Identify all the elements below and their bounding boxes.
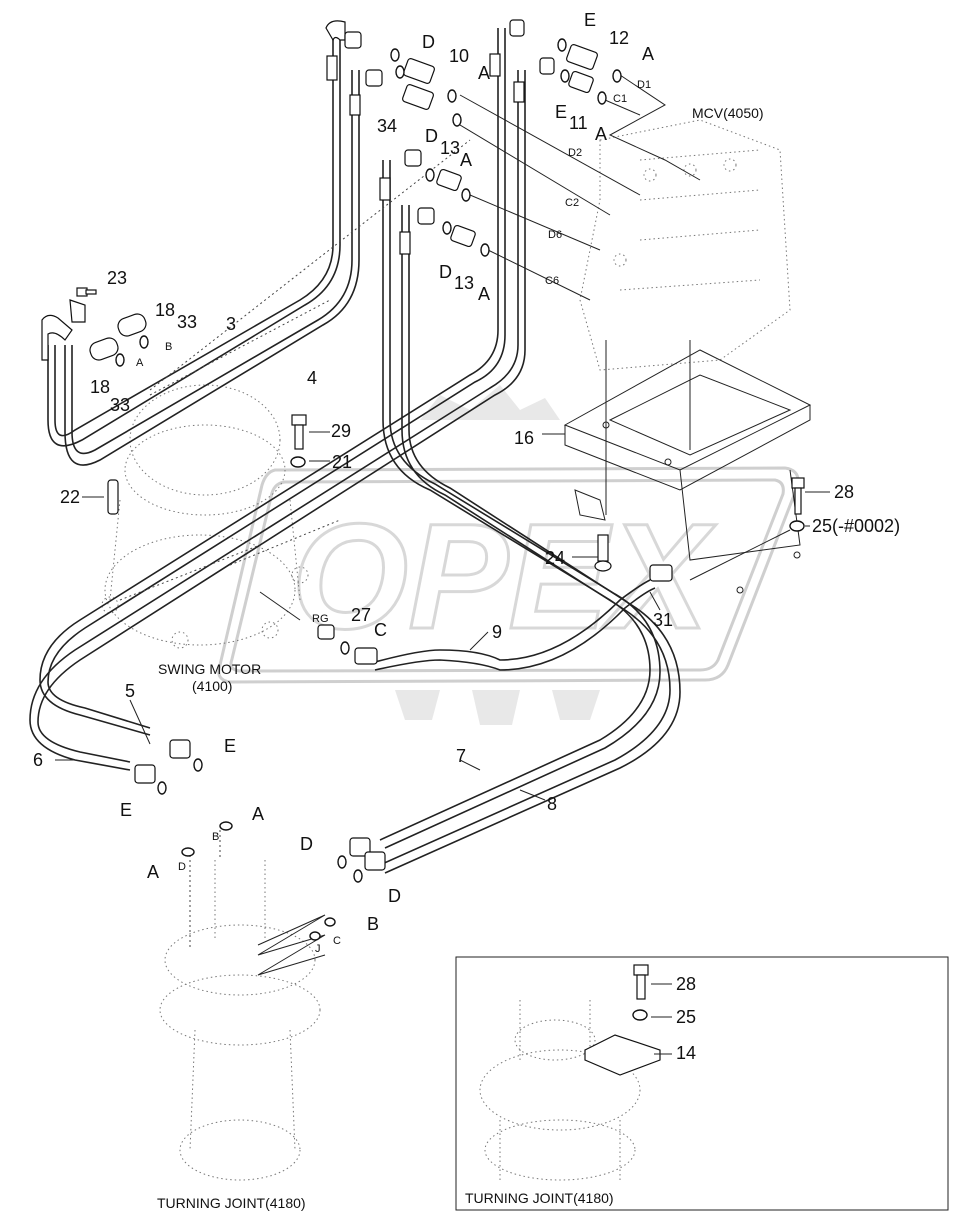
port-letter-a-mid: A <box>595 124 607 144</box>
port-letter-d-joint: D <box>300 834 313 854</box>
part-number-18-upper: 18 <box>155 300 175 320</box>
fitting-elbow-top <box>325 19 555 255</box>
port-letter-e-hose5: E <box>224 736 236 756</box>
hose-5-6 <box>29 28 526 771</box>
port-label-c2: C2 <box>565 197 579 209</box>
port-label-d1: D1 <box>637 79 651 91</box>
port-letter-labels: D A E A E A D A D A C E E A A D D B <box>120 10 654 934</box>
port-letter-c-swing: C <box>374 620 387 640</box>
part-number-8: 8 <box>547 794 557 814</box>
part-number-34: 34 <box>377 116 397 136</box>
o-rings <box>115 38 622 941</box>
mcv-valve-ghost <box>579 119 791 371</box>
port-letter-a-top: A <box>478 63 490 83</box>
part-number-28-inset: 28 <box>676 974 696 994</box>
port-letter-e-mid: E <box>555 102 567 122</box>
port-label-b-swing: B <box>165 341 172 353</box>
part-number-16: 16 <box>514 428 534 448</box>
part-number-9: 9 <box>492 622 502 642</box>
port-label-d-joint: D <box>178 861 186 873</box>
part-number-6: 6 <box>33 750 43 770</box>
port-letter-d-joint-lower: D <box>388 886 401 906</box>
adapter-fittings <box>134 43 673 871</box>
part-number-11: 11 <box>569 113 588 133</box>
dashed-leader-lines <box>119 139 471 950</box>
part-number-28: 28 <box>834 482 854 502</box>
port-letter-e-top: E <box>584 10 596 30</box>
port-label-j-joint: J <box>315 943 321 955</box>
part-number-21: 21 <box>332 452 352 472</box>
caption-swing-motor-code: (4100) <box>192 678 232 694</box>
port-letter-a-13: A <box>460 150 472 170</box>
mounting-bracket <box>563 340 812 594</box>
part-number-10: 10 <box>449 46 469 66</box>
watermark-logo: OPEX <box>217 385 800 725</box>
port-letter-a-right: A <box>642 44 654 64</box>
port-label-c6: C6 <box>545 275 559 287</box>
part-number-33-lower: 33 <box>110 395 130 415</box>
part-number-23: 23 <box>107 268 127 288</box>
part-number-7: 7 <box>456 746 466 766</box>
flange-clamps <box>41 299 147 361</box>
part-number-27: 27 <box>351 605 371 625</box>
port-letter-a-joint-left: A <box>147 862 159 882</box>
watermark-text: OPEX <box>292 492 717 660</box>
caption-mcv: MCV(4050) <box>692 105 764 121</box>
caption-swing-motor: SWING MOTOR <box>158 661 261 677</box>
part-number-24: 24 <box>545 548 565 568</box>
part-number-18-lower: 18 <box>90 377 110 397</box>
part-number-leaders <box>55 431 830 1055</box>
port-label-c1: C1 <box>613 93 627 105</box>
part-number-33-upper: 33 <box>177 312 197 332</box>
bolts-and-washers <box>76 287 805 572</box>
port-letter-a-joint: A <box>252 804 264 824</box>
part-number-12: 12 <box>609 28 629 48</box>
part-number-29: 29 <box>331 421 351 441</box>
port-label-rg: RG <box>312 613 329 625</box>
port-letter-a-13-lower: A <box>478 284 490 304</box>
small-port-labels: D1 C1 D2 C2 D6 C6 A B RG B D J C <box>136 79 651 955</box>
port-label-c-joint: C <box>333 935 341 947</box>
hose-9 <box>374 579 656 671</box>
part-number-13-lower: 13 <box>454 273 474 293</box>
caption-turning-joint-inset: TURNING JOINT(4180) <box>465 1190 614 1206</box>
part-number-13-upper: 13 <box>440 138 460 158</box>
port-letter-e-hose6: E <box>120 800 132 820</box>
port-label-d6: D6 <box>548 229 562 241</box>
part-number-4: 4 <box>307 368 317 388</box>
hose-4 <box>64 70 360 466</box>
port-letter-d-13-lower: D <box>439 262 452 282</box>
part-number-31: 31 <box>653 610 673 630</box>
part-number-labels: 3 4 5 6 7 8 9 10 11 12 13 13 16 18 18 21… <box>33 28 900 1063</box>
port-leader-lines <box>257 74 791 976</box>
caption-turning-joint: TURNING JOINT(4180) <box>157 1195 306 1211</box>
part-number-3: 3 <box>226 314 236 334</box>
port-letter-d-13: D <box>425 126 438 146</box>
hose-7-8 <box>379 160 681 874</box>
port-label-a-swing: A <box>136 357 144 369</box>
part-number-5: 5 <box>125 681 135 701</box>
port-letter-d-top: D <box>422 32 435 52</box>
hose-3 <box>47 28 341 447</box>
swing-motor-ghost <box>101 384 309 649</box>
part-number-25-inset: 25 <box>676 1007 696 1027</box>
part-number-14-inset: 14 <box>676 1043 696 1063</box>
inset-box <box>455 956 949 1211</box>
part-number-25: 25(-#0002) <box>812 516 900 536</box>
watermark-gear <box>395 385 600 725</box>
part-number-22: 22 <box>60 487 80 507</box>
port-label-b-joint: B <box>212 831 219 843</box>
turning-joint-ghost <box>159 860 321 1181</box>
port-letter-b-joint: B <box>367 914 379 934</box>
port-label-d2: D2 <box>568 147 582 159</box>
